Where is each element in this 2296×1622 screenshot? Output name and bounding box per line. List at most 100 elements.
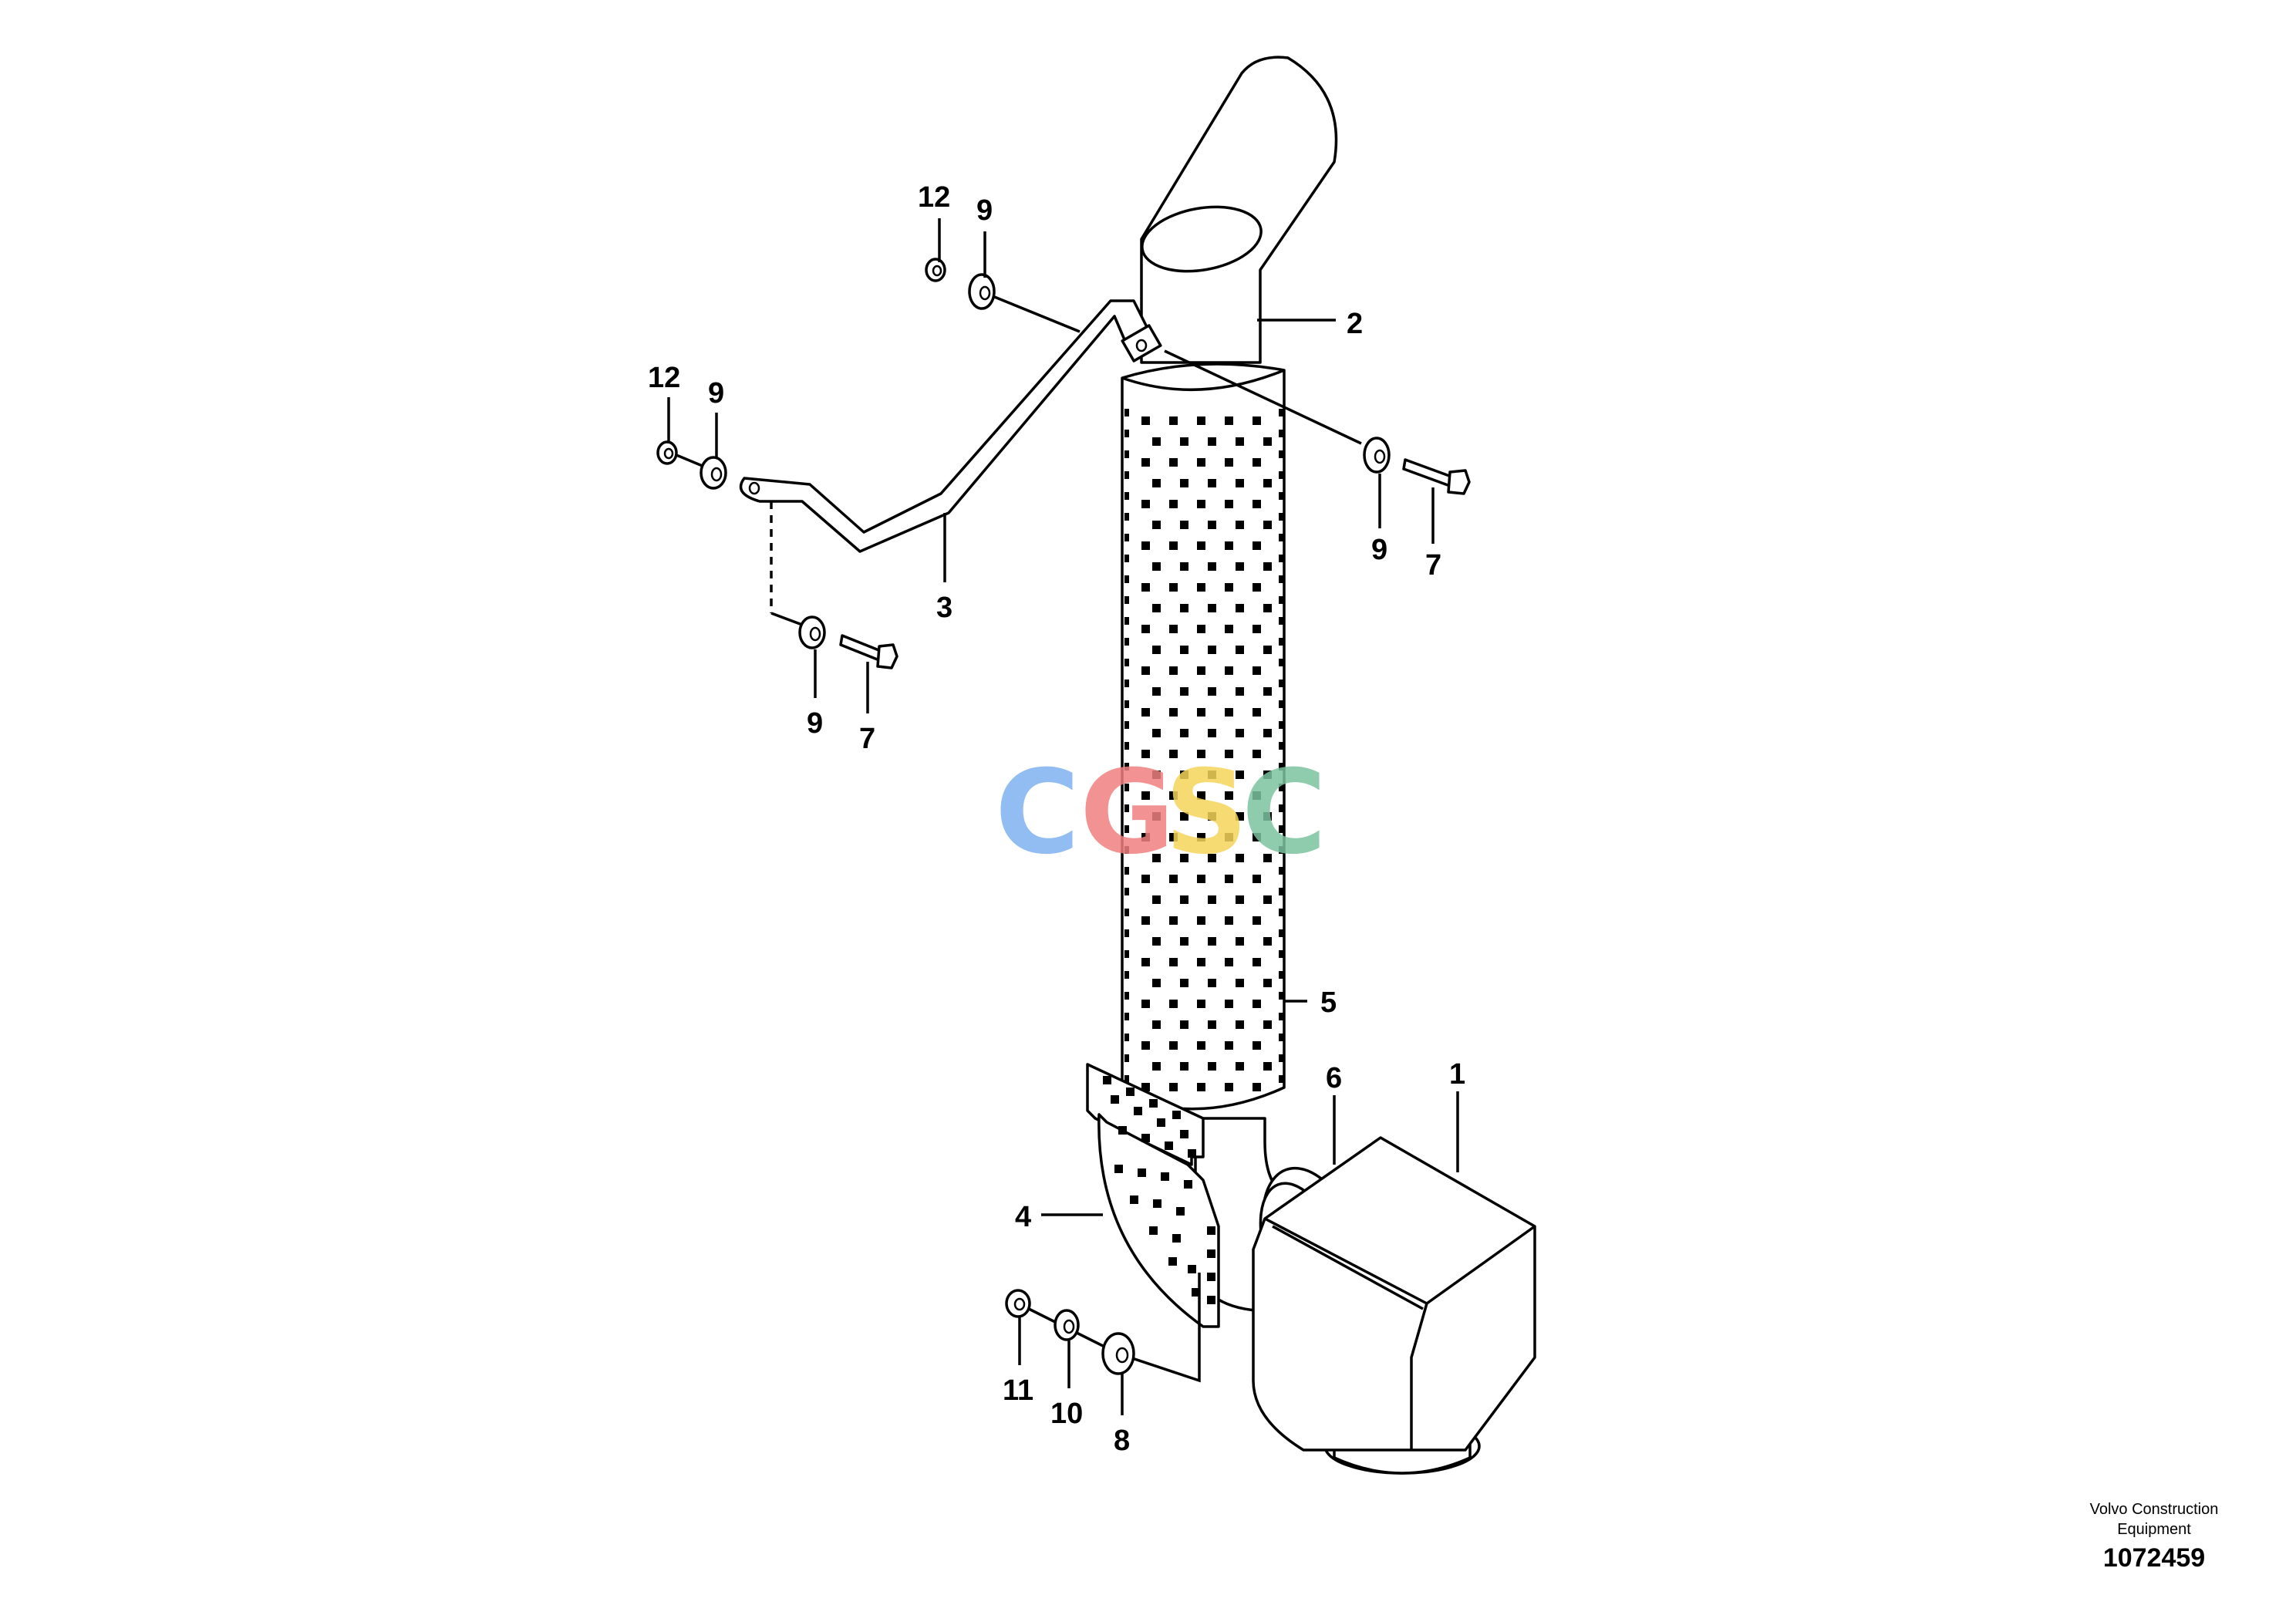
perforation-hole	[1152, 521, 1161, 529]
perforation-edge-hole	[1279, 700, 1283, 708]
perforation-edge-hole	[1279, 867, 1283, 875]
perforation-hole	[1180, 812, 1188, 821]
perforation-edge-hole	[1279, 763, 1283, 771]
perforation-hole	[1197, 1041, 1205, 1050]
perforation-hole	[1208, 521, 1216, 529]
perforation-edge-hole	[1124, 450, 1129, 458]
perforation-edge-hole	[1124, 784, 1129, 791]
perforation-edge-hole	[1279, 596, 1283, 604]
perforation-hole	[1172, 1234, 1181, 1243]
perforation-hole	[1165, 1141, 1173, 1150]
perforation-edge-hole	[1279, 534, 1283, 541]
perforation-hole	[1169, 958, 1178, 966]
perforation-hole	[1208, 562, 1216, 571]
watermark-letter-c2: C	[1242, 746, 1327, 880]
perforation-hole	[1225, 791, 1233, 800]
perforation-hole	[1263, 521, 1272, 529]
perforation-hole	[1197, 791, 1205, 800]
perforation-hole	[1263, 604, 1272, 612]
perforation-hole	[1197, 500, 1205, 508]
perforation-hole	[1253, 916, 1261, 925]
perforation-edge-hole	[1279, 1054, 1283, 1062]
perforation-hole	[1141, 1134, 1150, 1142]
perforation-edge-hole	[1124, 534, 1129, 541]
perforation-hole	[1152, 812, 1161, 821]
perforation-hole	[1208, 812, 1216, 821]
perforation-hole	[1180, 479, 1188, 487]
perforation-edge-hole	[1279, 804, 1283, 812]
perforation-edge-hole	[1124, 742, 1129, 750]
perforation-hole	[1208, 729, 1216, 737]
perforation-hole	[1141, 708, 1150, 717]
perforation-hole	[1141, 958, 1150, 966]
perforation-hole	[1253, 708, 1261, 717]
perforation-hole	[1141, 1000, 1150, 1008]
perforation-edge-hole	[1124, 1013, 1129, 1020]
perforation-edge-hole	[1279, 575, 1283, 583]
perforation-hole	[1253, 500, 1261, 508]
perforation-hole	[1197, 708, 1205, 717]
perforation-edge-hole	[1124, 867, 1129, 875]
perforation-edge-hole	[1124, 721, 1129, 729]
perforation-hole	[1169, 833, 1178, 841]
perforation-hole	[1225, 750, 1233, 758]
callout-7-lower: 7	[859, 723, 875, 755]
callout-7-right: 7	[1425, 549, 1441, 582]
perforation-hole	[1208, 854, 1216, 862]
perforation-hole	[1180, 895, 1188, 904]
support-bracket	[739, 299, 1162, 553]
perforation-hole	[1207, 1273, 1215, 1281]
perforation-hole	[1225, 541, 1233, 550]
fastener-washer-9-top	[968, 273, 996, 310]
perforation-hole	[1169, 750, 1178, 758]
perforation-hole	[1263, 479, 1272, 487]
perforation-edge-hole	[1124, 471, 1129, 479]
perforation-hole	[1180, 687, 1188, 696]
perforation-hole	[1197, 958, 1205, 966]
perforation-edge-hole	[1279, 742, 1283, 750]
perforation-hole	[1236, 646, 1244, 654]
perforation-hole	[1253, 666, 1261, 675]
perforation-edge-hole	[1124, 596, 1129, 604]
perforation-edge-hole	[1124, 971, 1129, 979]
callout-1: 1	[1449, 1058, 1465, 1091]
fastener-bolt-7-lower	[839, 634, 899, 669]
perforation-hole	[1263, 646, 1272, 654]
credit-line-1: Volvo Construction	[2090, 1501, 2219, 1518]
perforation-hole	[1207, 1249, 1215, 1258]
perforation-hole	[1111, 1095, 1119, 1104]
fastener-nut-12-top	[925, 258, 946, 282]
perforation-hole	[1263, 979, 1272, 987]
perforation-edge-hole	[1124, 700, 1129, 708]
perforation-edge-hole	[1279, 825, 1283, 833]
perforation-hole	[1152, 604, 1161, 612]
perforation-edge-hole	[1279, 555, 1283, 562]
perforation-hole	[1141, 500, 1150, 508]
perforation-edge-hole	[1124, 638, 1129, 646]
callout-9-lower: 9	[807, 707, 823, 740]
perforation-edge-hole	[1279, 450, 1283, 458]
callout-2: 2	[1347, 308, 1363, 340]
leader-lines	[667, 218, 1459, 1415]
perforation-hole	[1180, 604, 1188, 612]
perforation-hole	[1263, 1062, 1272, 1071]
perforation-hole	[1192, 1288, 1200, 1297]
perforation-hole	[1253, 791, 1261, 800]
perforation-hole	[1141, 541, 1150, 550]
perforation-hole	[1184, 1180, 1192, 1189]
perforation-hole	[1141, 583, 1150, 592]
perforation-hole	[1208, 604, 1216, 612]
perforation-hole	[1253, 541, 1261, 550]
perforation-hole	[1180, 646, 1188, 654]
perforation-hole	[1141, 416, 1150, 425]
perforation-hole	[1225, 708, 1233, 717]
perforation-hole	[1236, 979, 1244, 987]
perforation-hole	[1208, 437, 1216, 446]
perforation-hole	[1236, 937, 1244, 946]
perforation-hole	[1253, 416, 1261, 425]
perforation-hole	[1180, 562, 1188, 571]
perforated-heat-shield	[1121, 363, 1286, 1111]
perforation-hole	[1152, 729, 1161, 737]
perforation-hole	[1263, 771, 1272, 779]
